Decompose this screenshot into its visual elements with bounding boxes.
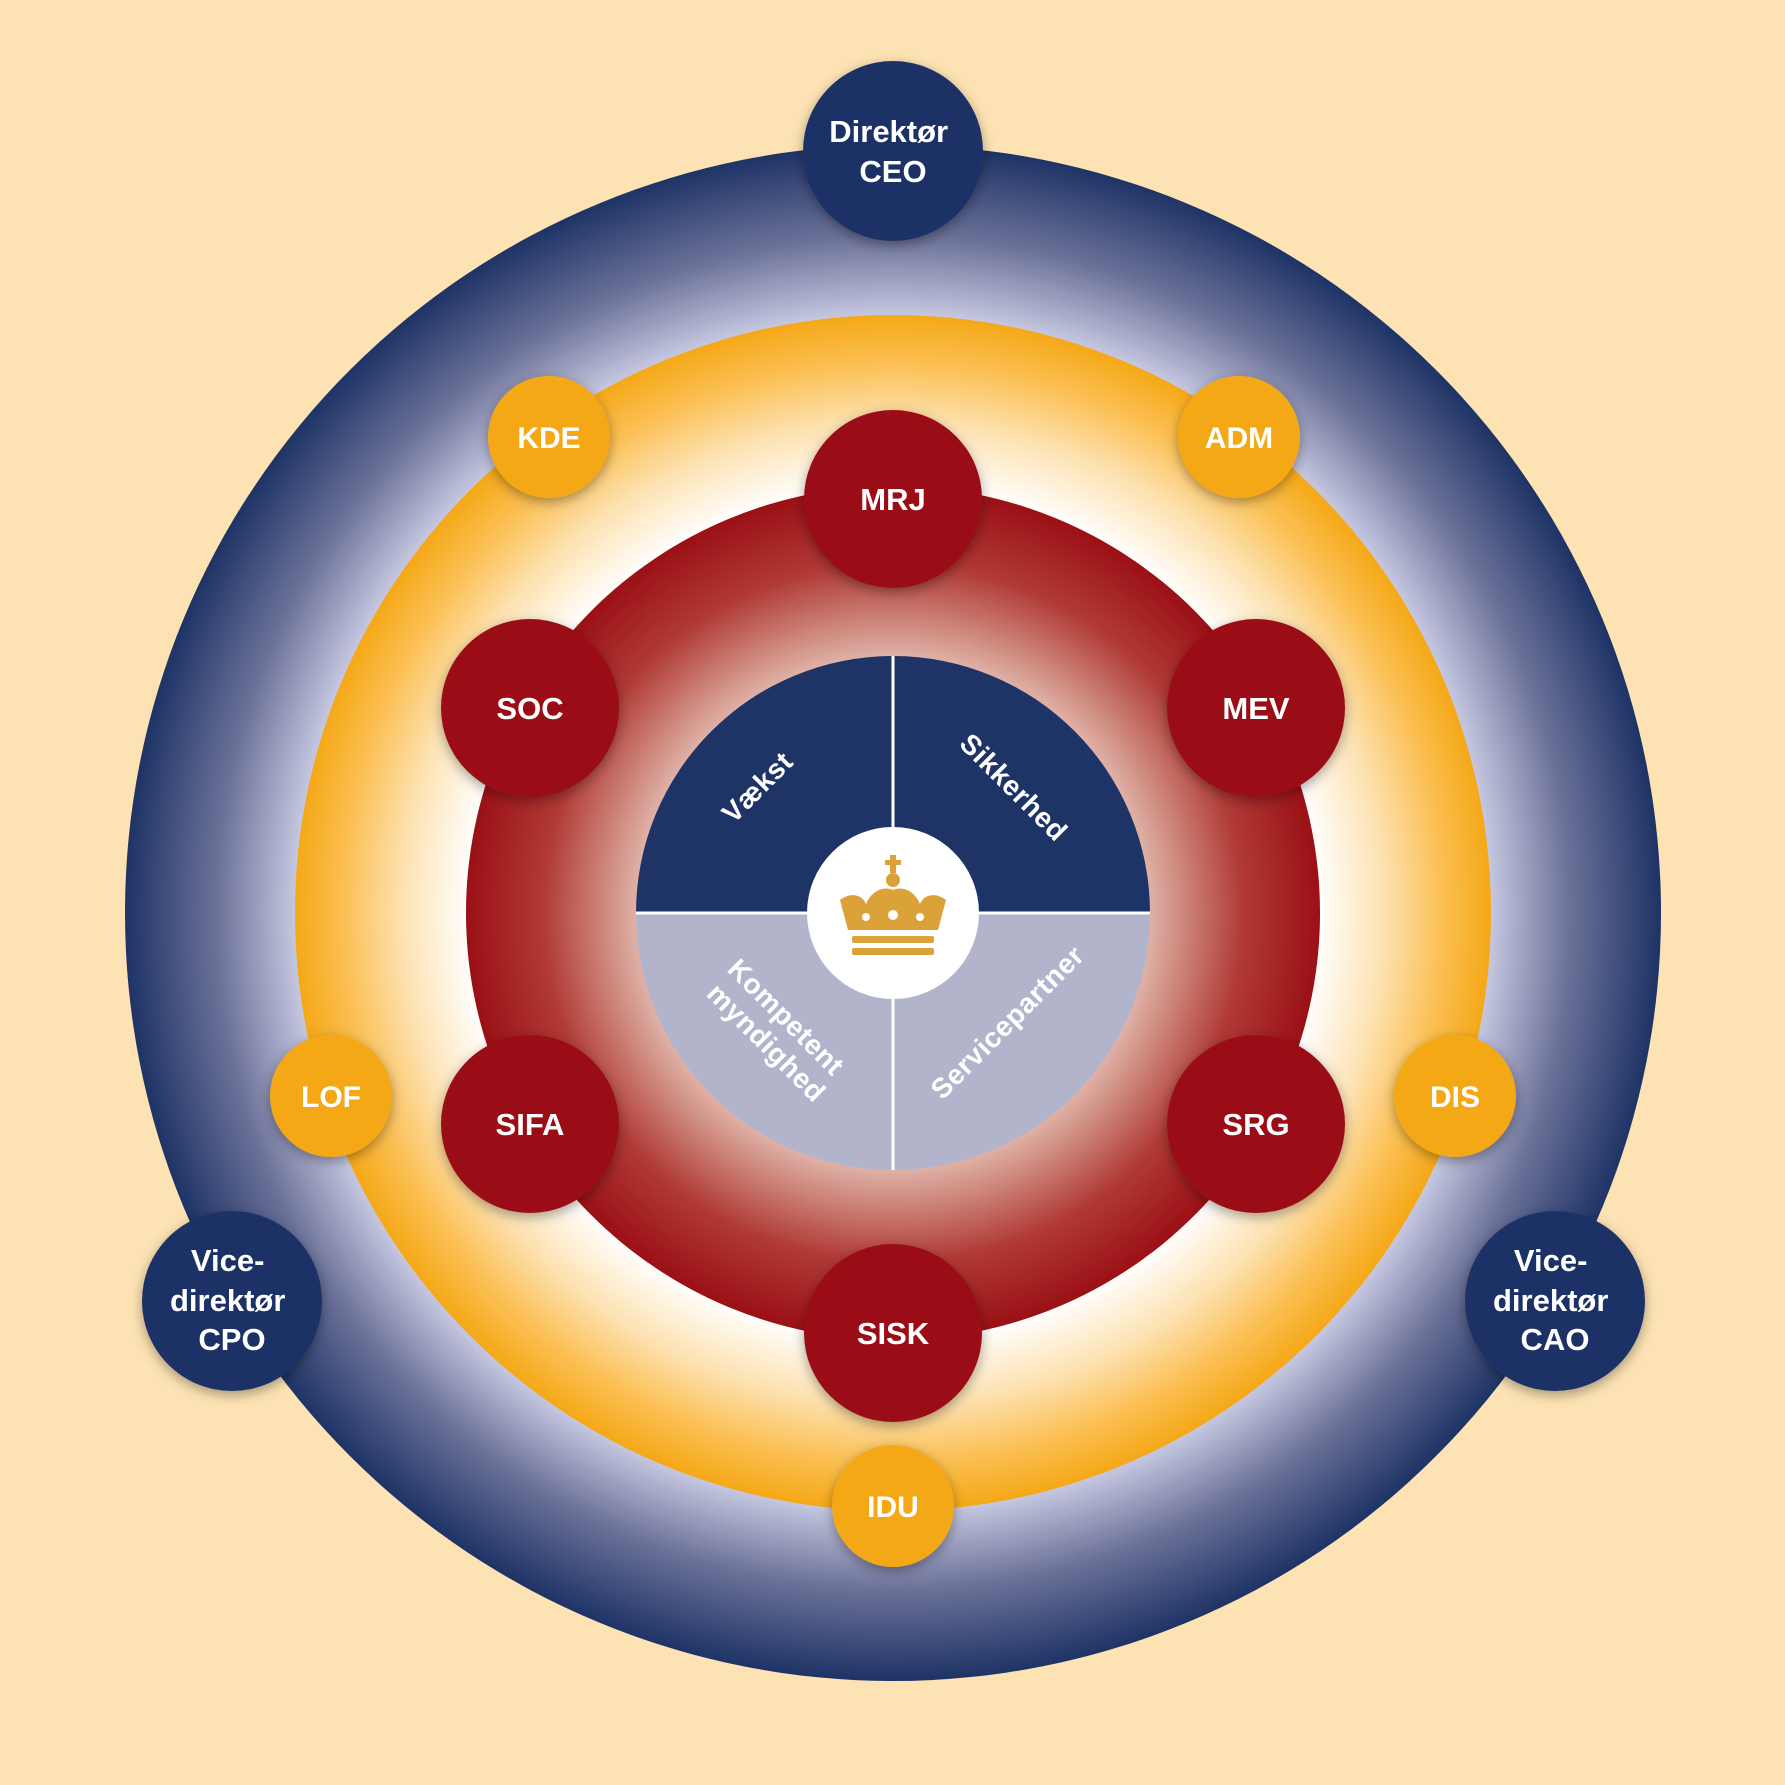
crown-icon bbox=[840, 855, 946, 955]
svg-text:KDE: KDE bbox=[517, 422, 580, 455]
svg-text:SOC: SOC bbox=[496, 691, 563, 726]
quadrant-vaekst bbox=[636, 656, 893, 913]
quadrant-servicepartner bbox=[893, 913, 1150, 1170]
quadrant-sikkerhed bbox=[893, 656, 1150, 913]
leader-node-cpo: Vice- direktør CPO bbox=[142, 1211, 322, 1391]
quadrant-kompetent-myndighed bbox=[636, 913, 893, 1170]
svg-text:SISK: SISK bbox=[857, 1316, 930, 1351]
center-disc: Vækst Sikkerhed Kompetent myndighed Serv… bbox=[636, 656, 1150, 1170]
unit-node-soc: SOC bbox=[441, 619, 619, 797]
svg-text:Vice- direktør: Vice- direktør CPO bbox=[170, 1243, 294, 1357]
inner-unit-nodes: MRJ SOC MEV SIFA SRG SISK bbox=[441, 410, 1345, 1422]
leadership-nodes: Direktør CEO Vice- direktør CPO Vice- di… bbox=[142, 61, 1645, 1391]
leader-node-cao: Vice- direktør CAO bbox=[1465, 1211, 1645, 1391]
svg-text:SIFA: SIFA bbox=[496, 1107, 565, 1142]
unit-node-sisk: SISK bbox=[804, 1244, 982, 1422]
outer-unit-nodes: KDE ADM LOF DIS IDU bbox=[270, 376, 1516, 1567]
unit-node-lof: LOF bbox=[270, 1035, 392, 1157]
svg-text:MRJ: MRJ bbox=[860, 482, 925, 517]
svg-text:SRG: SRG bbox=[1222, 1107, 1289, 1142]
svg-text:DIS: DIS bbox=[1430, 1081, 1480, 1114]
unit-node-kde: KDE bbox=[488, 376, 610, 498]
unit-node-mrj: MRJ bbox=[804, 410, 982, 588]
unit-node-sifa: SIFA bbox=[441, 1035, 619, 1213]
svg-text:ADM: ADM bbox=[1205, 422, 1273, 455]
svg-text:Direktør CEO: Direktør CEO bbox=[829, 114, 957, 189]
svg-text:LOF: LOF bbox=[301, 1081, 361, 1114]
leader-node-ceo: Direktør CEO bbox=[803, 61, 983, 241]
unit-node-adm: ADM bbox=[1178, 376, 1300, 498]
svg-text:Vice- direktør: Vice- direktør CAO bbox=[1493, 1243, 1617, 1357]
unit-node-dis: DIS bbox=[1394, 1035, 1516, 1157]
unit-node-mev: MEV bbox=[1167, 619, 1345, 797]
svg-text:MEV: MEV bbox=[1222, 691, 1290, 726]
unit-node-idu: IDU bbox=[832, 1445, 954, 1567]
svg-text:IDU: IDU bbox=[867, 1491, 919, 1524]
unit-node-srg: SRG bbox=[1167, 1035, 1345, 1213]
